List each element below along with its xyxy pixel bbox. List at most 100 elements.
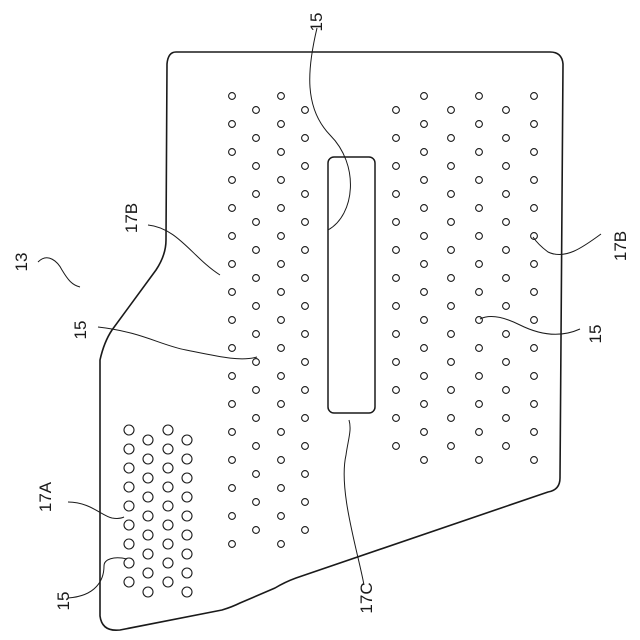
- hole: [476, 233, 483, 240]
- hole: [393, 107, 400, 114]
- hole: [448, 191, 455, 198]
- hole: [421, 429, 428, 436]
- hole: [393, 163, 400, 170]
- hole: [302, 527, 309, 534]
- hole: [229, 149, 236, 156]
- hole: [448, 331, 455, 338]
- hole: [531, 93, 538, 100]
- hole: [421, 233, 428, 240]
- hole: [182, 435, 192, 445]
- hole: [229, 233, 236, 240]
- hole: [253, 247, 260, 254]
- hole: [421, 401, 428, 408]
- hole: [476, 177, 483, 184]
- hole: [143, 492, 153, 502]
- hole: [503, 191, 510, 198]
- hole: [143, 435, 153, 445]
- hole: [229, 513, 236, 520]
- hole: [229, 205, 236, 212]
- hole: [124, 482, 134, 492]
- hole: [302, 163, 309, 170]
- hole: [421, 149, 428, 156]
- hole: [531, 149, 538, 156]
- hole: [393, 135, 400, 142]
- hole: [302, 191, 309, 198]
- hole: [503, 359, 510, 366]
- hole: [302, 443, 309, 450]
- label-17a: 17A: [36, 481, 55, 512]
- hole: [476, 345, 483, 352]
- hole: [163, 463, 173, 473]
- hole: [476, 401, 483, 408]
- hole: [253, 135, 260, 142]
- hole: [163, 425, 173, 435]
- hole: [302, 331, 309, 338]
- hole: [278, 457, 285, 464]
- hole: [393, 443, 400, 450]
- hole: [124, 425, 134, 435]
- hole: [503, 107, 510, 114]
- label-15-middle: 15: [71, 321, 90, 340]
- hole: [503, 443, 510, 450]
- hole: [503, 387, 510, 394]
- hole: [531, 205, 538, 212]
- hole: [448, 247, 455, 254]
- hole: [229, 457, 236, 464]
- hole: [163, 482, 173, 492]
- hole: [393, 303, 400, 310]
- hole: [124, 577, 134, 587]
- hole: [421, 121, 428, 128]
- label-17c: 17C: [357, 582, 376, 613]
- hole: [143, 473, 153, 483]
- hole: [278, 205, 285, 212]
- hole: [229, 317, 236, 324]
- hole: [182, 530, 192, 540]
- label-15-slot: 15: [307, 13, 326, 32]
- hole: [253, 359, 260, 366]
- hole: [253, 107, 260, 114]
- hole: [476, 93, 483, 100]
- hole: [229, 345, 236, 352]
- hole: [278, 261, 285, 268]
- hole: [448, 135, 455, 142]
- hole: [531, 121, 538, 128]
- hole: [448, 219, 455, 226]
- hole: [476, 373, 483, 380]
- hole: [163, 577, 173, 587]
- hole: [421, 373, 428, 380]
- hole: [278, 485, 285, 492]
- hole: [476, 121, 483, 128]
- hole: [124, 501, 134, 511]
- center-slot: [328, 157, 375, 413]
- hole: [229, 261, 236, 268]
- hole: [163, 520, 173, 530]
- hole: [302, 499, 309, 506]
- label-15-bottom: 15: [54, 592, 73, 611]
- hole: [302, 275, 309, 282]
- hole: [302, 107, 309, 114]
- hole: [448, 415, 455, 422]
- hole: [163, 444, 173, 454]
- hole: [253, 499, 260, 506]
- hole: [124, 539, 134, 549]
- hole: [503, 247, 510, 254]
- hole: [531, 457, 538, 464]
- hole: [253, 219, 260, 226]
- label-15-right: 15: [586, 325, 605, 344]
- hole: [302, 303, 309, 310]
- hole: [253, 527, 260, 534]
- hole: [448, 303, 455, 310]
- hole: [448, 275, 455, 282]
- hole: [229, 373, 236, 380]
- hole: [278, 429, 285, 436]
- hole: [143, 511, 153, 521]
- hole: [182, 549, 192, 559]
- hole: [476, 205, 483, 212]
- hole: [503, 275, 510, 282]
- hole: [531, 261, 538, 268]
- hole: [393, 359, 400, 366]
- hole: [278, 513, 285, 520]
- hole: [421, 345, 428, 352]
- hole: [124, 444, 134, 454]
- hole: [253, 191, 260, 198]
